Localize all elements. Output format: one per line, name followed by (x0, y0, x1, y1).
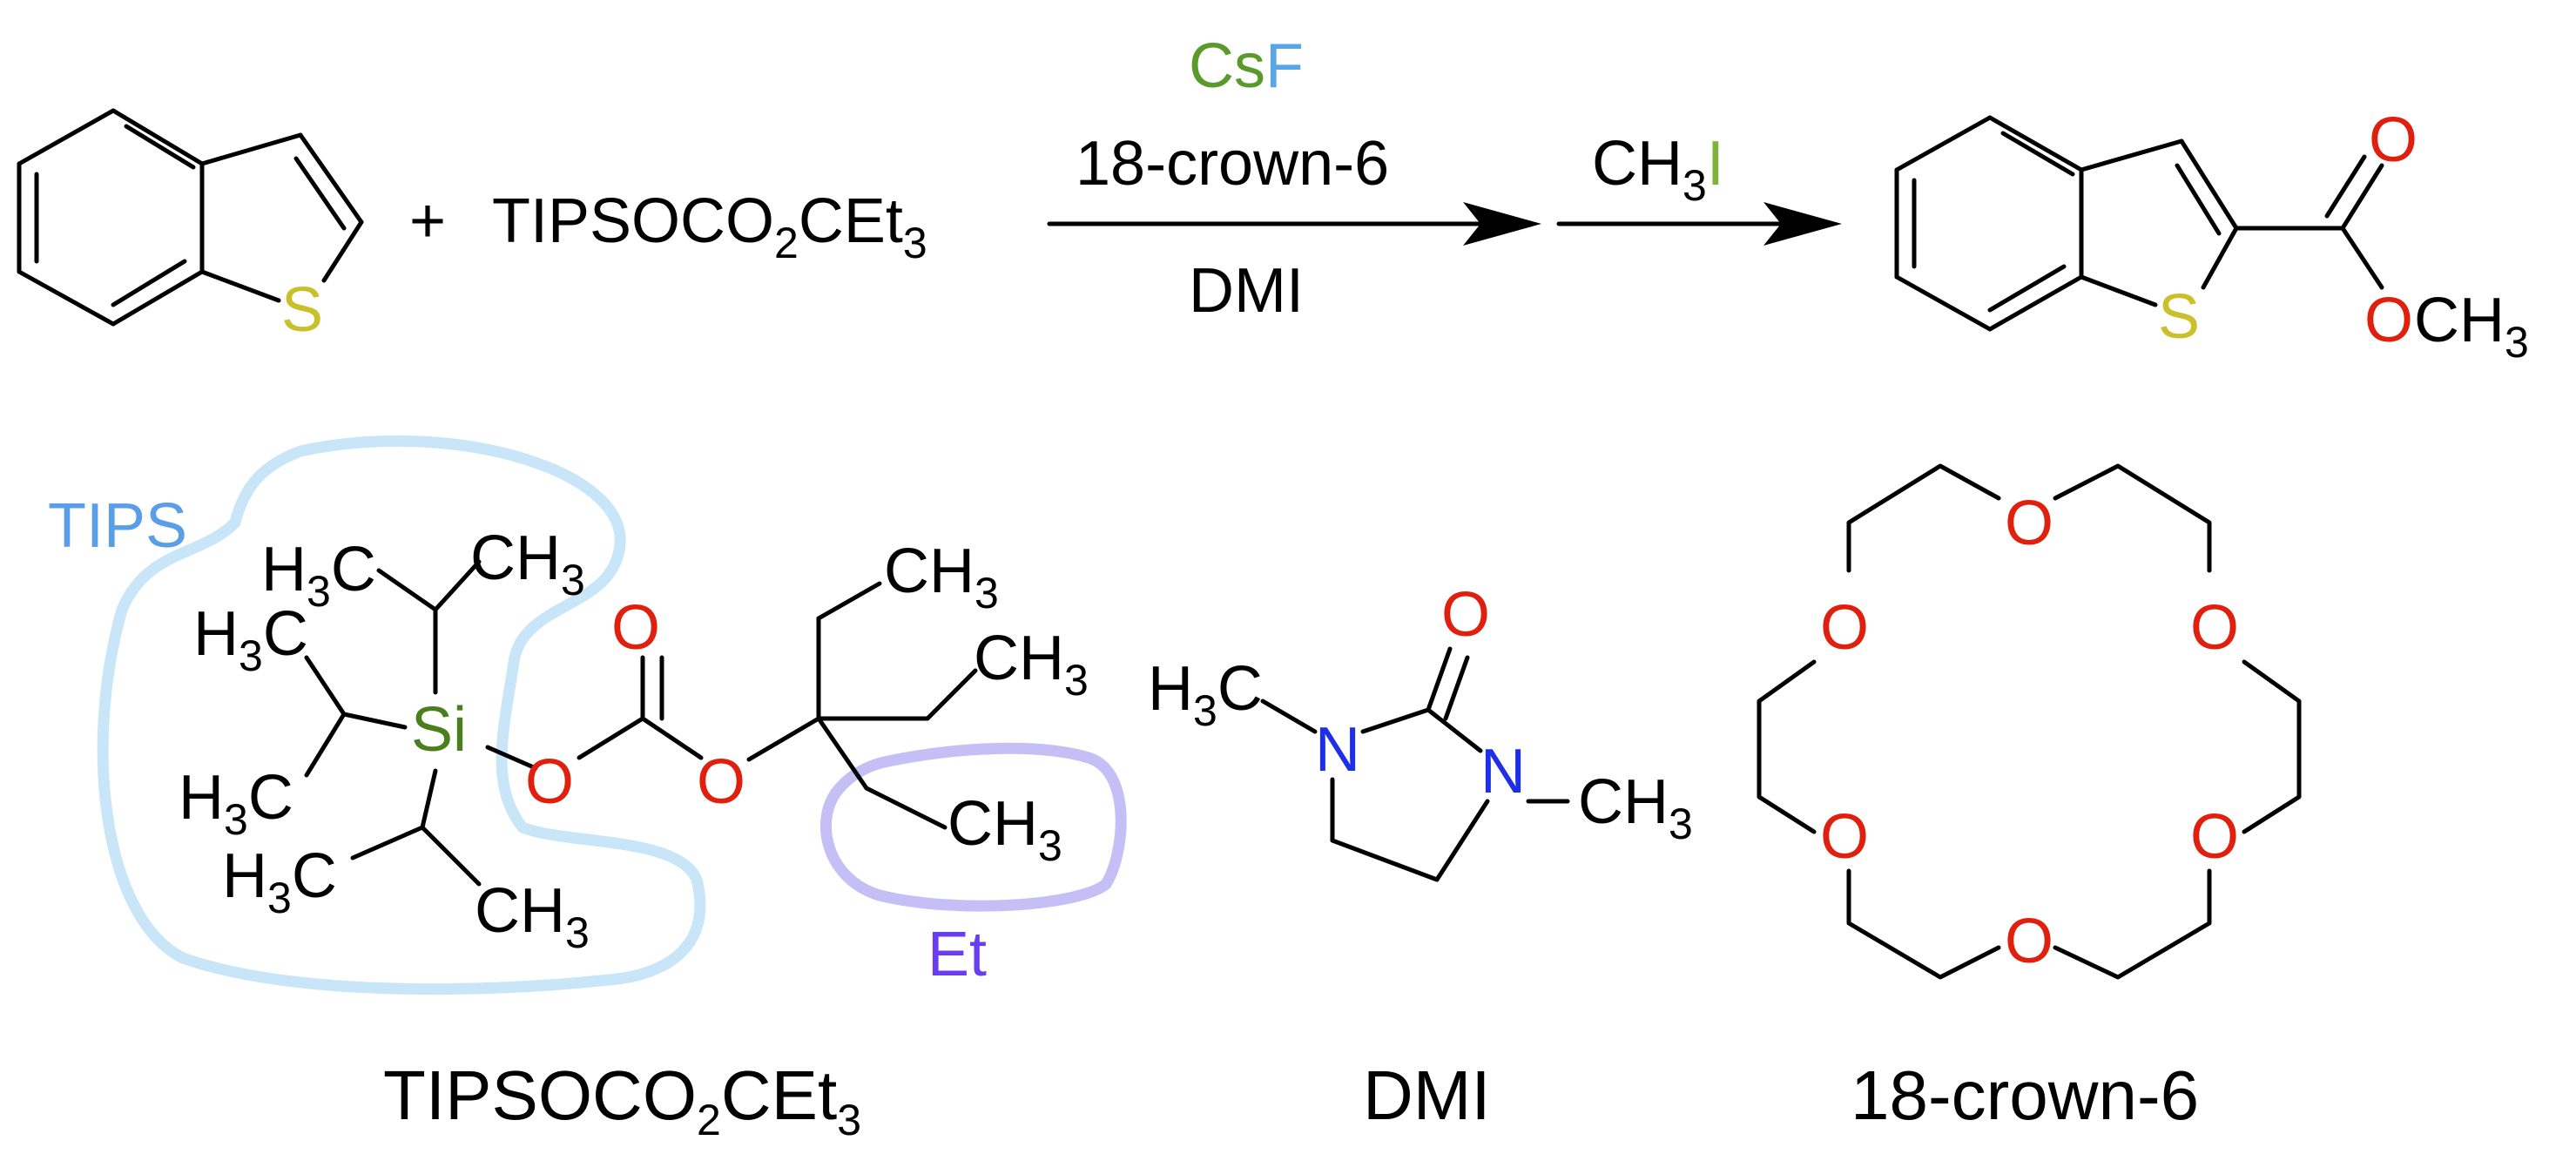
dmi-carbonyl-oxygen: O (1441, 580, 1490, 650)
csf-label: CsF (1189, 31, 1304, 101)
dmi-caption: DMI (1363, 1056, 1491, 1134)
dmi-nitrogen-1: N (1315, 715, 1360, 785)
tips-highlight (97, 435, 706, 995)
crown-caption: 18-crown-6 (1851, 1056, 2199, 1134)
svg-text:H3C: H3C (193, 599, 308, 680)
svg-text:H3C: H3C (222, 841, 337, 922)
svg-text:H3C: H3C (179, 763, 293, 844)
reagent-formula: TIPSOCO2CEt3 (492, 186, 927, 267)
et-label: Et (927, 920, 987, 989)
crown-oxygen-4: O (2005, 907, 2053, 976)
tips-label: TIPS (48, 491, 187, 561)
svg-text:H3C: H3C (261, 535, 376, 616)
et-highlight (819, 742, 1127, 912)
reaction-arrow-1: CsF 18-crown-6 DMI (1047, 31, 1541, 326)
crown-oxygen-1: O (2005, 489, 2053, 558)
crown-oxygen-6: O (1820, 593, 1869, 663)
crown-oxygen-5: O (1820, 802, 1869, 872)
reagent-caption: TIPSOCO2CEt3 (383, 1056, 861, 1144)
svg-text:CH3: CH3 (1578, 767, 1693, 848)
methyl-iodide-label: CH3I (1592, 129, 1724, 210)
plus-sign: + (409, 186, 446, 256)
product-ester: S O O CH3 (1894, 105, 2529, 367)
crown-ether-structure: O O O O O O (1757, 463, 2302, 980)
silyl-oxygen: O (525, 747, 574, 817)
crown-condition-label: 18-crown-6 (1076, 129, 1389, 199)
svg-text:TIPSOCO2CEt3: TIPSOCO2CEt3 (492, 186, 927, 267)
carbonyl-oxygen: O (2369, 105, 2418, 175)
reaction-arrow-2: CH3I (1556, 129, 1842, 246)
reagent-structure: TIPS Si H3C CH3 H3C H3C H3C CH3 O O O C (48, 491, 1089, 989)
svg-text:CH3: CH3 (475, 876, 590, 957)
svg-text:CH3: CH3 (947, 789, 1062, 870)
svg-text:H3C: H3C (1148, 654, 1263, 735)
sulfur-atom: S (281, 275, 323, 345)
dmi-nitrogen-2: N (1480, 737, 1526, 806)
benzothiophene-reactant: S (17, 108, 364, 345)
dmi-condition-label: DMI (1189, 256, 1304, 326)
dmi-structure: H3C N O N CH3 (1148, 580, 1693, 882)
carbonate-carbonyl-oxygen: O (611, 593, 660, 663)
svg-text:CH3: CH3 (470, 523, 585, 604)
ester-oxygen: O (2364, 286, 2413, 355)
alkyl-oxygen: O (697, 747, 745, 817)
product-sulfur-atom: S (2158, 282, 2200, 352)
crown-oxygen-2: O (2190, 593, 2239, 663)
ester-methyl: CH3 (2414, 286, 2529, 367)
svg-text:CH3: CH3 (884, 537, 999, 617)
silicon-atom: Si (411, 695, 467, 765)
svg-text:CH3: CH3 (974, 624, 1089, 705)
crown-oxygen-3: O (2190, 802, 2239, 872)
